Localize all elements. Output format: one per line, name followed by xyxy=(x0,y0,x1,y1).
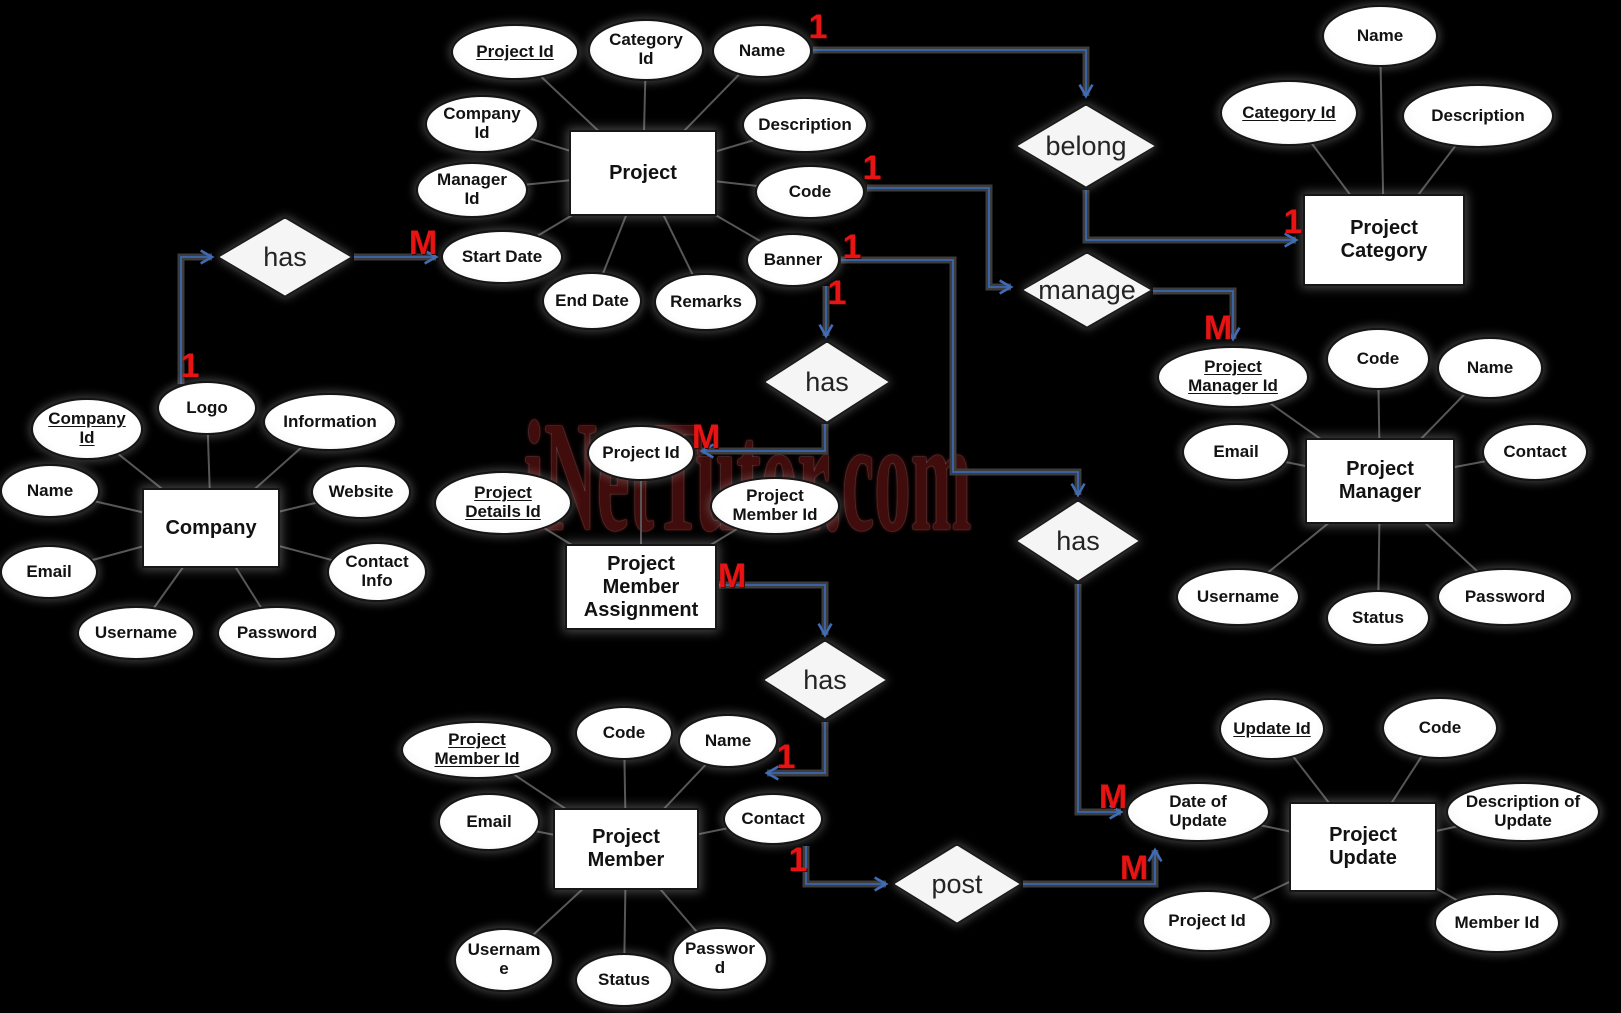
cardinality-has-update: M xyxy=(1098,778,1128,816)
connector-company-has xyxy=(180,249,215,384)
attribute-project-category-category-id: Category Id xyxy=(1220,80,1358,146)
connector-manage-project-manager xyxy=(1153,290,1241,342)
attribute-company-contact-info: Contact Info xyxy=(327,542,427,602)
attribute-company-email: Email xyxy=(0,545,98,599)
attribute-project-code: Code xyxy=(755,165,865,219)
relationship-connectors xyxy=(177,46,1299,892)
entity-project-member-assignment: Project Member Assignment xyxy=(565,544,717,630)
cardinality-company-has: 1 xyxy=(180,347,200,385)
attribute-assignment-project-details-id: Project Details Id xyxy=(434,471,572,535)
relationship-belong: belong xyxy=(1015,103,1157,189)
connector-post-project-update xyxy=(1023,847,1163,885)
attribute-project-remarks: Remarks xyxy=(654,273,758,331)
attribute-update-date-of-update: Date of Update xyxy=(1126,782,1270,842)
cardinality-post-update: M xyxy=(1119,849,1149,887)
attribute-project-company-id: Company Id xyxy=(425,95,539,153)
cardinality-member-post: 1 xyxy=(788,841,808,879)
cardinality-project-manage: 1 xyxy=(862,149,882,187)
connector-project-belong xyxy=(813,49,1094,99)
attribute-assignment-project-id: Project Id xyxy=(587,425,695,481)
relationship-has-project-update: has xyxy=(1015,499,1141,583)
relationship-label: has xyxy=(263,241,307,272)
attribute-assignment-project-member-id: Project Member Id xyxy=(710,477,840,535)
relationship-label: post xyxy=(931,868,983,899)
entity-project: Project xyxy=(569,130,717,216)
attribute-company-company-id: Company Id xyxy=(31,398,143,460)
attribute-project-end-date: End Date xyxy=(542,272,642,330)
cardinality-project-belong: 1 xyxy=(808,8,828,46)
attribute-member-email: Email xyxy=(438,793,540,851)
cardinality-has-member: 1 xyxy=(776,738,796,776)
attribute-project-manager-code: Code xyxy=(1326,328,1430,390)
attribute-project-manager-email: Email xyxy=(1182,423,1290,481)
attribute-update-update-id: Update Id xyxy=(1219,698,1325,760)
attribute-update-code: Code xyxy=(1382,697,1498,759)
relationship-label: manage xyxy=(1038,274,1136,305)
attribute-project-manager-id: Manager Id xyxy=(416,162,528,218)
attribute-update-description-of-update: Description of Update xyxy=(1446,782,1600,842)
connector-project-has-update xyxy=(841,259,1086,498)
attribute-project-description: Description xyxy=(742,97,868,153)
attribute-project-name: Name xyxy=(712,24,812,78)
cardinality-project-has-assignment: 1 xyxy=(827,274,847,312)
relationship-label: has xyxy=(803,664,847,695)
attribute-member-code: Code xyxy=(575,706,673,760)
attribute-project-category-description: Description xyxy=(1402,84,1554,148)
cardinality-belong-category: 1 xyxy=(1283,203,1303,241)
attribute-member-name: Name xyxy=(678,714,778,768)
cardinality-has-project: M xyxy=(408,224,438,262)
entity-company: Company xyxy=(142,488,280,568)
relationship-label: belong xyxy=(1045,130,1127,161)
entity-project-update: Project Update xyxy=(1289,802,1437,892)
attribute-member-contact: Contact xyxy=(723,793,823,845)
attribute-member-status: Status xyxy=(575,953,673,1007)
connector-has-project-member xyxy=(764,722,826,781)
attribute-update-member-id: Member Id xyxy=(1434,893,1560,953)
attr-lines-company xyxy=(47,407,378,634)
attribute-project-start-date: Start Date xyxy=(441,230,563,284)
connector-has-project-update xyxy=(1077,584,1124,820)
attribute-company-password: Password xyxy=(217,606,337,660)
connector-belong-project-category xyxy=(1085,190,1299,248)
entity-project-manager: Project Manager xyxy=(1305,438,1455,524)
relationship-post: post xyxy=(892,843,1022,925)
attribute-member-password: Password xyxy=(672,927,768,991)
cardinality-project-has-update: 1 xyxy=(842,228,862,266)
relationship-has-assignment-member: has xyxy=(762,639,888,721)
connector-project-manage xyxy=(867,187,1014,295)
relationship-has-project-assignment: has xyxy=(763,340,891,424)
cardinality-manage-manager: M xyxy=(1203,309,1233,347)
relationship-has-company-project: has xyxy=(217,216,353,298)
connector-has-assignment xyxy=(699,424,826,459)
attribute-company-username: Username xyxy=(77,606,195,660)
attribute-project-category-id: Category Id xyxy=(588,19,704,81)
cardinality-has-assignment: M xyxy=(691,418,721,456)
relationship-label: has xyxy=(1056,525,1100,556)
entity-project-member: Project Member xyxy=(553,808,699,890)
attribute-company-logo: Logo xyxy=(157,381,257,435)
attribute-member-username: Username xyxy=(454,928,554,992)
attribute-company-information: Information xyxy=(263,393,397,451)
attribute-project-manager-id: Project Manager Id xyxy=(1157,346,1309,408)
attribute-company-name: Name xyxy=(0,464,100,518)
cardinality-assignment-has: M xyxy=(717,557,747,595)
attribute-project-project-id: Project Id xyxy=(451,24,579,80)
attribute-project-banner: Banner xyxy=(746,233,840,287)
attribute-project-manager-contact: Contact xyxy=(1482,423,1588,481)
attribute-project-manager-status: Status xyxy=(1326,590,1430,646)
connector-member-post xyxy=(805,846,889,892)
relationship-manage: manage xyxy=(1021,251,1153,329)
attribute-member-project-member-id: Project Member Id xyxy=(401,721,553,779)
connector-assignment-has-member xyxy=(719,584,833,638)
attribute-project-category-name: Name xyxy=(1322,5,1438,67)
relationship-label: has xyxy=(805,366,849,397)
attribute-project-manager-username: Username xyxy=(1176,568,1300,626)
attribute-project-manager-password: Password xyxy=(1437,568,1573,626)
entity-project-category: Project Category xyxy=(1303,194,1465,286)
attribute-project-manager-name: Name xyxy=(1437,337,1543,399)
attribute-company-website: Website xyxy=(311,465,411,519)
attr-lines-project-update xyxy=(1197,727,1524,924)
attribute-update-project-id: Project Id xyxy=(1142,890,1272,952)
